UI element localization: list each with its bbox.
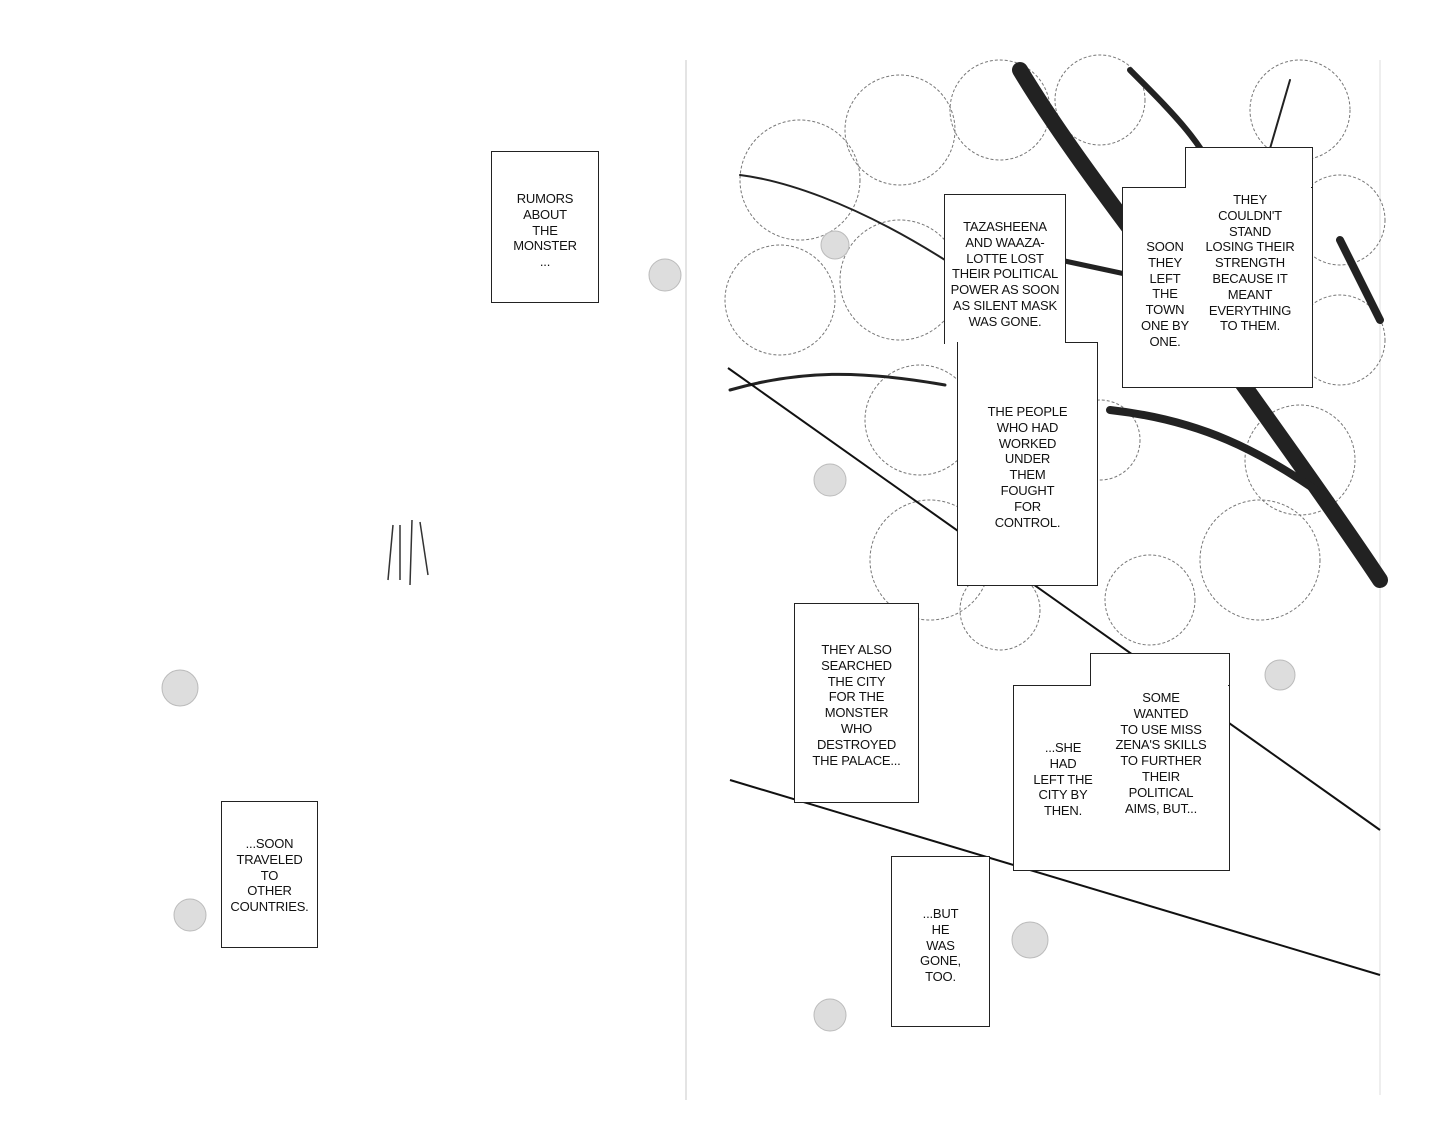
caption-box-people xyxy=(957,342,1098,586)
caption-joint xyxy=(958,338,1065,344)
caption-tazasheena: TAZASHEENA AND WAAZA- LOTTE LOST THEIR P… xyxy=(950,219,1060,329)
caption-box-zena xyxy=(1013,685,1230,871)
caption-box-couldnt xyxy=(1122,187,1313,388)
caption-box-searched xyxy=(794,603,919,803)
caption-box-traveled xyxy=(221,801,318,948)
caption-left-town: SOON THEY LEFT THE TOWN ONE BY ONE. xyxy=(1141,239,1189,349)
caption-joint xyxy=(1186,183,1311,191)
caption-rumors: RUMORS ABOUT THE MONSTER ... xyxy=(513,191,577,270)
caption-gone: ...BUT HE WAS GONE, TOO. xyxy=(920,906,961,985)
panel-lines xyxy=(727,367,1381,976)
caption-traveled: ...SOON TRAVELED TO OTHER COUNTRIES. xyxy=(230,836,309,915)
caption-box-tazasheena xyxy=(944,194,1066,344)
figures xyxy=(387,519,429,586)
caption-searched: THEY ALSO SEARCHED THE CITY FOR THE MONS… xyxy=(812,642,901,768)
caption-couldnt-stand: THEY COULDN'T STAND LOSING THEIR STRENGT… xyxy=(1205,192,1295,334)
caption-some-wanted: SOME WANTED TO USE MISS ZENA'S SKILLS TO… xyxy=(1115,690,1207,816)
caption-joint xyxy=(1091,681,1228,689)
caption-she-left: ...SHE HAD LEFT THE CITY BY THEN. xyxy=(1033,740,1093,819)
caption-box-gone xyxy=(891,856,990,1027)
petals xyxy=(161,230,1296,1032)
caption-box-rumors xyxy=(491,151,599,303)
caption-people: THE PEOPLE WHO HAD WORKED UNDER THEM FOU… xyxy=(987,404,1068,530)
